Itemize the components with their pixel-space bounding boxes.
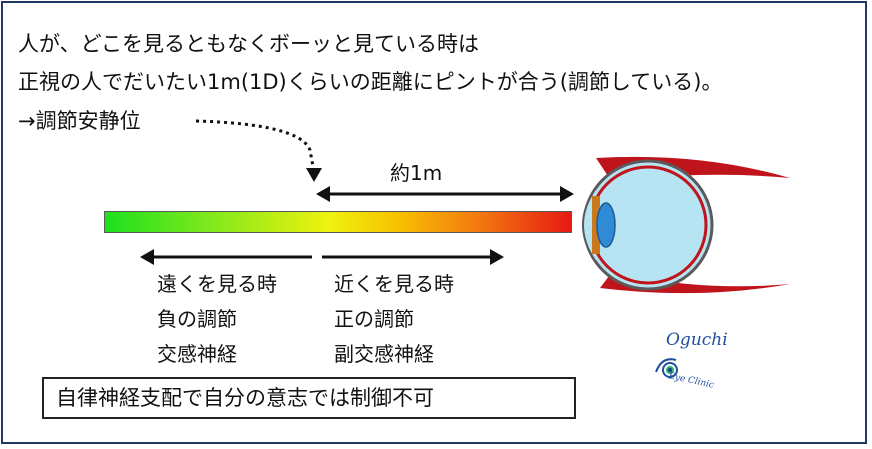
- logo-top-text: Oguchi: [666, 330, 728, 350]
- lens: [597, 203, 615, 247]
- clinic-logo: Oguchi Eye Clinic: [652, 330, 742, 400]
